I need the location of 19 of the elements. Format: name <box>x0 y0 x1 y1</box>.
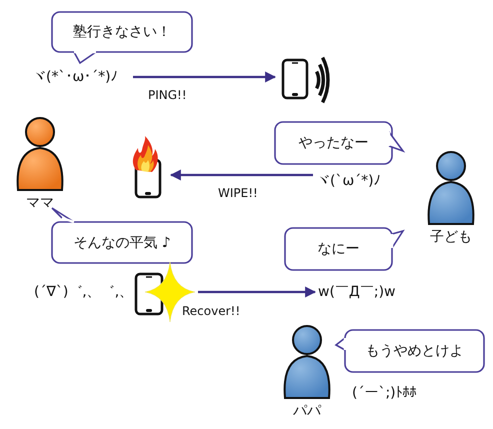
edge-label: WIPE!! <box>218 186 258 200</box>
speech-text: もうやめとけよ <box>364 342 464 360</box>
speech-text: やったなー <box>298 134 370 152</box>
person-name: ママ <box>25 194 55 212</box>
arrow <box>170 170 313 180</box>
person-name: パパ <box>292 402 322 420</box>
arrow <box>198 286 316 298</box>
speech-text: なにー <box>316 240 360 258</box>
emoticon-text: w(￣Д￣;)w <box>318 283 396 301</box>
edge-label: Recover!! <box>182 304 240 318</box>
emoticon-text: (´ー`;)ﾄﾎﾎ <box>352 385 417 401</box>
speech-text: 塾行きなさい！ <box>72 23 172 41</box>
person-name: 子ども <box>429 228 473 246</box>
edge-label: PING!! <box>148 88 187 102</box>
emoticon-text: ヾ(*`･ω･´*)ﾉ <box>32 68 118 86</box>
emoticon-text: ヾ(`ω´*)ﾉ <box>316 172 381 190</box>
emoticon-text: (´∇`)゛,、゛,、 <box>34 283 134 301</box>
speech-text: そんなの平気 ♪ <box>72 234 172 252</box>
arrow <box>133 72 276 82</box>
